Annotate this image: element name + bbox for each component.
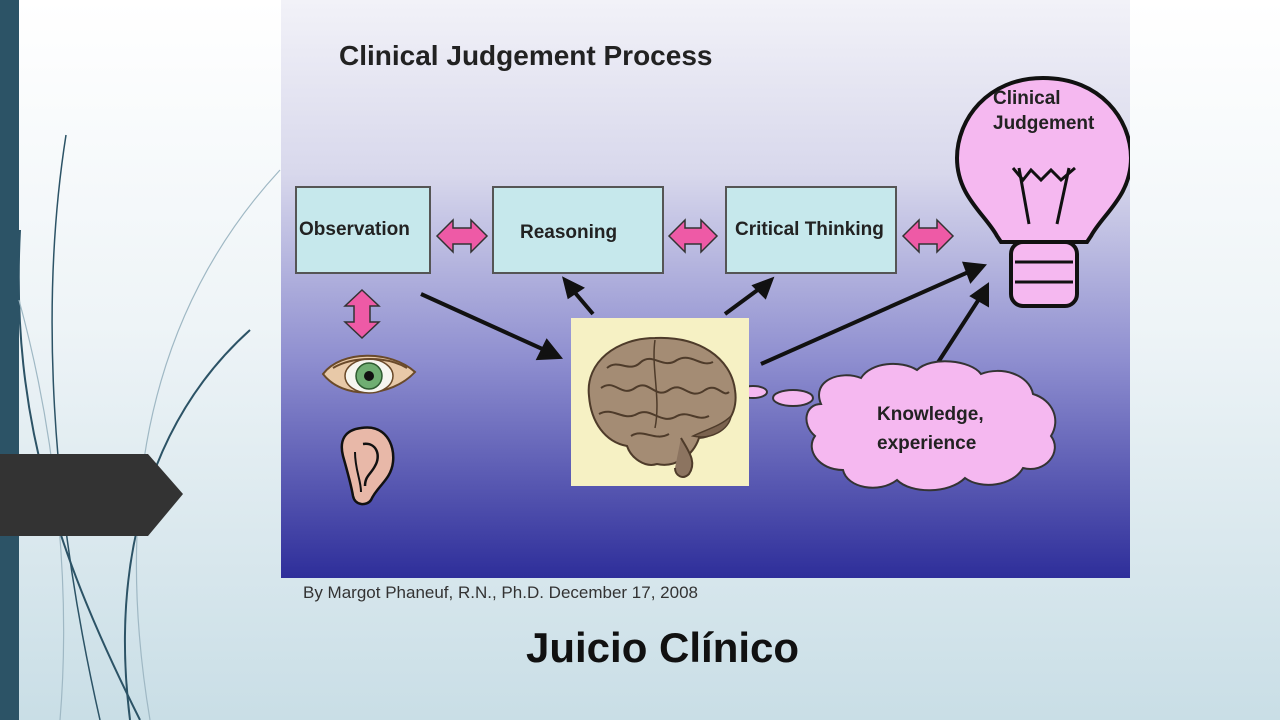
- critical-thinking-box: Critical Thinking: [725, 186, 897, 274]
- diagram-panel: Clinical Judgement Process Observation R…: [281, 0, 1130, 578]
- reasoning-box: Reasoning: [492, 186, 664, 274]
- diagram-title: Clinical Judgement Process: [339, 40, 713, 71]
- ear-icon: [340, 426, 395, 506]
- lightbulb-icon: [954, 75, 1130, 308]
- double-arrow-icon: [901, 218, 955, 254]
- cloud-label-line1: Knowledge,: [877, 404, 984, 425]
- title-tab-shape: [0, 454, 183, 536]
- critical-thinking-label: Critical Thinking: [735, 219, 884, 240]
- cloud-label-line2: experience: [877, 433, 977, 454]
- left-accent-stripe: [0, 0, 19, 720]
- vertical-double-arrow-icon: [343, 288, 381, 340]
- decorative-curves: [17, 134, 281, 720]
- diagram-graphics: [321, 75, 1130, 506]
- clinical-judgement-label: Clinical Judgement: [993, 86, 1094, 136]
- knowledge-experience-label: Knowledge, experience: [877, 400, 984, 458]
- eye-icon: [321, 354, 417, 394]
- brain-icon: [587, 336, 737, 478]
- bulb-label-line1: Clinical: [993, 88, 1061, 109]
- flow-arrows: [420, 261, 989, 366]
- brain-image: [571, 318, 749, 486]
- slide-title: Juicio Clínico: [526, 624, 800, 671]
- observation-box: Observation: [295, 186, 431, 274]
- reasoning-label: Reasoning: [520, 222, 618, 243]
- bulb-label-line2: Judgement: [993, 113, 1095, 134]
- observation-label: Observation: [299, 219, 410, 240]
- double-arrow-icon: [435, 218, 489, 254]
- image-caption: By Margot Phaneuf, R.N., Ph.D. December …: [303, 583, 698, 602]
- double-arrow-icon: [667, 218, 719, 254]
